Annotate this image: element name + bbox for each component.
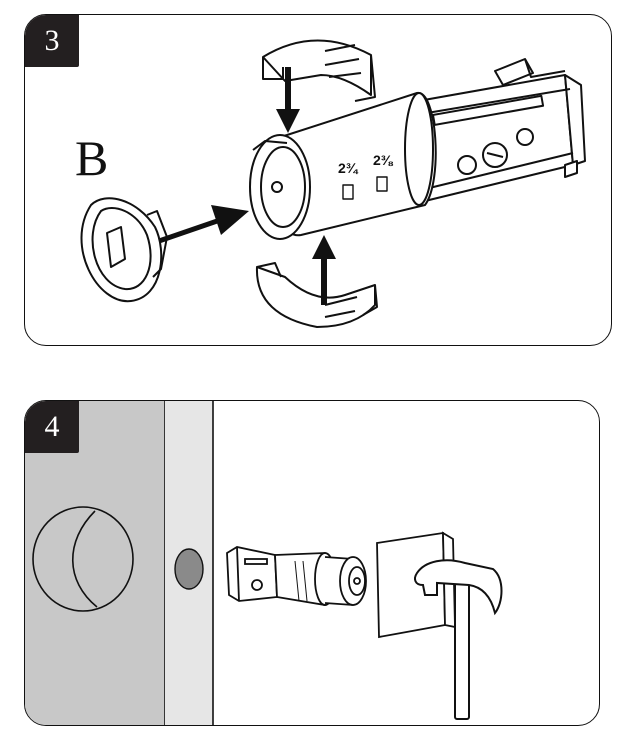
faceplate-ring [80,197,168,303]
step-4-illustration [25,401,503,725]
arrow-right-icon [158,205,249,244]
bottom-clip [255,262,378,328]
hammer-icon [414,559,503,720]
backset-label-long: 2⅜ [373,152,394,168]
latch-face [249,134,311,240]
step-number: 3 [44,24,60,57]
latch-assembly [226,546,367,606]
step-4-panel: 4 [24,400,600,726]
step-3-illustration: 2¾ 2⅜ [80,39,586,328]
latch-frame [406,58,586,202]
top-clip [262,39,376,102]
step-3-panel: 3 B [24,14,612,346]
arrow-down-icon [276,67,300,133]
wood-block [376,531,456,639]
backset-label-short: 2¾ [338,160,359,176]
callout-letter: B [75,130,109,186]
step-number-badge: 3 [25,15,79,67]
arrow-up-icon [312,235,336,305]
step-number: 4 [44,410,60,443]
step-number-badge: 4 [25,401,79,453]
door-bore-hole [32,506,134,612]
door-face [25,401,165,725]
edge-bore-hole [174,548,204,590]
